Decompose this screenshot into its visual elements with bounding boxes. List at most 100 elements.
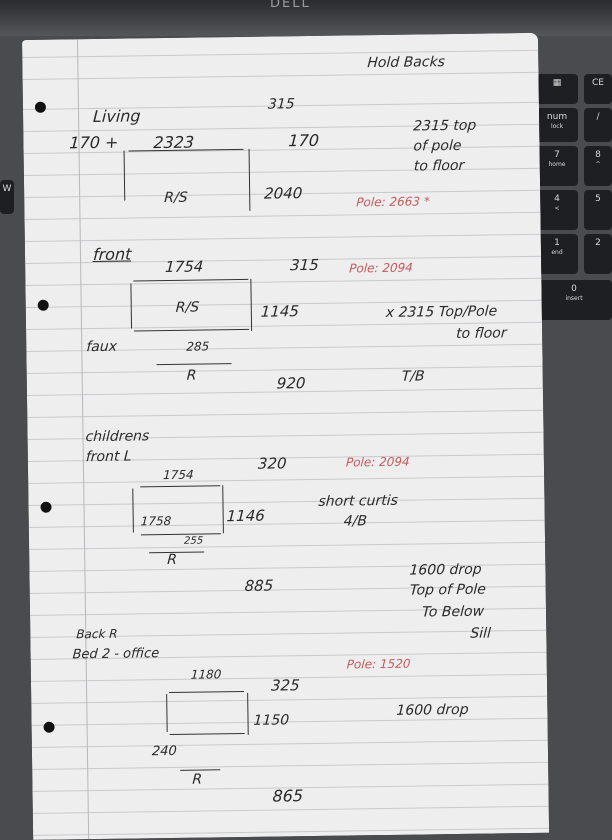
note-line: to floor [413, 157, 465, 175]
key-label: / [596, 112, 600, 122]
key-sublabel: end [551, 248, 563, 256]
section-title: childrens [85, 428, 150, 446]
window-label: R/S [175, 299, 200, 316]
pole-measurement: Pole: 2094 [348, 260, 414, 276]
note-line: T/B [401, 368, 426, 385]
punch-hole [34, 101, 47, 113]
key-label: 5 [595, 194, 601, 204]
key-sublabel: ^ [595, 160, 601, 168]
key-label: 0 [571, 284, 577, 294]
key-sublabel: < [554, 204, 560, 212]
section-title: Living [92, 106, 142, 127]
corner-value: 320 [257, 454, 288, 473]
drop-value: 1145 [260, 302, 300, 321]
window-left-line [130, 283, 133, 329]
calculator-icon: ▦ [552, 78, 562, 88]
sub-width-value: 285 [185, 339, 210, 354]
note-line: 2315 top [412, 117, 477, 135]
key-label: 1 [554, 238, 560, 248]
key-label: num [546, 112, 568, 122]
drop-value: 1150 [253, 712, 290, 729]
left-value: 170 + [68, 132, 119, 153]
drop-value: 2040 [263, 184, 303, 203]
note-line: x 2315 Top/Pole [385, 303, 498, 321]
sub-window-line [156, 363, 232, 366]
window-top-line [169, 690, 245, 694]
sub-drop-value: 920 [276, 374, 306, 393]
width-value: 1180 [190, 667, 222, 682]
key-sublabel: lock [550, 122, 564, 130]
note-line: 1600 drop [408, 561, 483, 579]
notebook-page: Hold Backs Living 315 170 + 2323 170 R/S… [22, 32, 550, 840]
note-line: Sill [469, 625, 492, 642]
key-label: 4 [554, 194, 560, 204]
key-calculator[interactable]: ▦ [536, 74, 578, 104]
sub-window-label: R [166, 551, 178, 569]
window-left-line [166, 694, 168, 733]
note-line: 4/B [343, 513, 368, 530]
key-label: 7 [554, 150, 560, 160]
key-label: 8 [595, 150, 601, 160]
key-5[interactable]: 5 [584, 190, 612, 230]
punch-hole [40, 501, 52, 513]
sub-drop-value: 885 [244, 576, 274, 595]
corner-value: 315 [289, 255, 320, 275]
note-line: Top of Pole [409, 581, 487, 599]
dell-logo: DELL [270, 0, 311, 11]
corner-value: 315 [267, 96, 296, 113]
key-label: 2 [595, 238, 601, 248]
sub-window-label: R [191, 771, 203, 788]
window-right-line [247, 692, 249, 735]
key-ce[interactable]: CE [584, 74, 612, 104]
note-line: short curtis [318, 492, 399, 510]
width-value: 1754 [162, 467, 195, 483]
width-value: 1754 [164, 257, 204, 277]
key-4[interactable]: 4< [536, 190, 578, 230]
section-title: Bed 2 - office [72, 646, 160, 663]
right-value: 170 [287, 130, 320, 151]
section-title: front [92, 244, 132, 265]
pole-measurement: Pole: 2663 * [355, 194, 431, 210]
corner-value: 325 [270, 676, 301, 695]
side-label: faux [85, 338, 118, 356]
sub-width-value: 255 [183, 535, 204, 547]
key-w[interactable]: W [0, 180, 14, 214]
punch-hole [37, 299, 49, 311]
window-left-line [123, 150, 126, 201]
window-bottom-line [140, 533, 221, 536]
key-sublabel: insert [565, 294, 583, 302]
pole-measurement: Pole: 2094 [345, 454, 411, 470]
key-slash[interactable]: / [584, 108, 612, 142]
sub-width-value: 240 [151, 743, 178, 760]
section-title: Back R [75, 626, 118, 642]
window-right-line [222, 485, 224, 534]
window-right-line [248, 148, 251, 211]
window-label: R/S [163, 189, 189, 207]
window-top-line [133, 278, 249, 282]
inner-width-value: 1758 [140, 513, 172, 529]
note-line: to floor [455, 325, 508, 342]
key-8[interactable]: 8^ [584, 146, 612, 186]
key-label: CE [592, 78, 604, 88]
note-line: 1600 drop [395, 701, 470, 719]
key-2[interactable]: 2 [584, 234, 612, 274]
drop-value: 1146 [226, 506, 266, 526]
sub-drop-value: 865 [272, 786, 304, 806]
window-bottom-line [169, 732, 245, 736]
window-bottom-line [134, 328, 250, 332]
window-left-line [132, 488, 134, 533]
punch-hole [43, 721, 55, 733]
key-sublabel: home [548, 160, 566, 168]
laptop-lid: DELL [0, 0, 612, 36]
note-line: To Below [421, 603, 485, 621]
window-top-line [140, 485, 221, 488]
sub-window-label: R [186, 367, 197, 384]
note-line: of pole [413, 137, 462, 155]
key-label: W [2, 184, 12, 194]
pole-measurement: Pole: 1520 [346, 656, 411, 672]
page-header: Hold Backs [366, 54, 446, 72]
